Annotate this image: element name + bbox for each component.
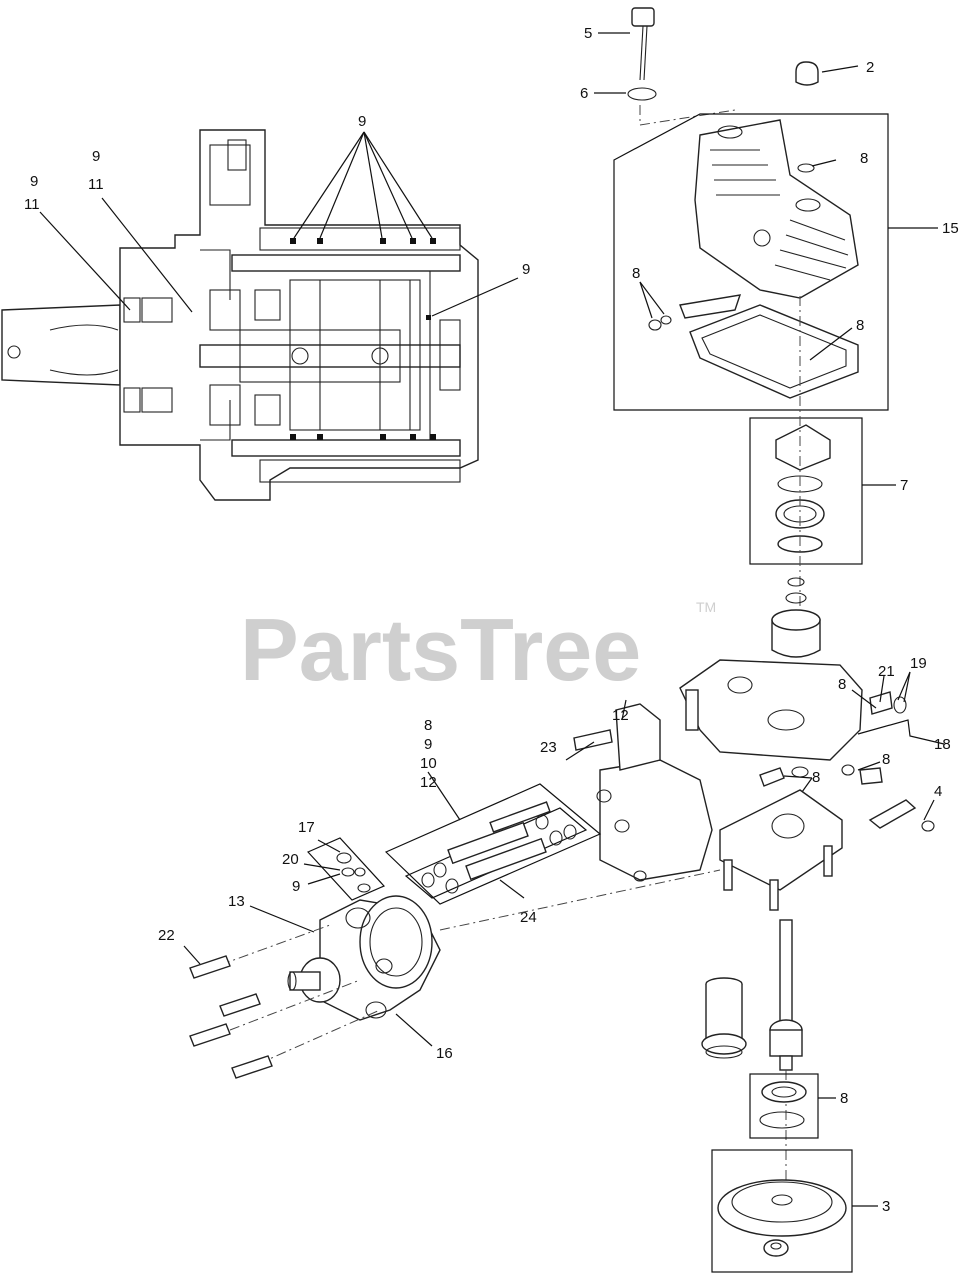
mounting-bolts [183, 945, 273, 1079]
input-shaft [769, 919, 803, 1180]
callout-11-outer: 11 [24, 196, 40, 213]
charge-pump-plate [719, 789, 843, 911]
callout-5-dipstick: 5 [584, 25, 592, 42]
callout-9-right: 9 [522, 261, 530, 278]
callout-15-cover: 15 [942, 220, 959, 237]
callout-8-gasket: 8 [856, 317, 864, 334]
callout-20-spring: 20 [282, 851, 299, 868]
callout-18-valve: 18 [934, 736, 951, 753]
callout-8-kit: 8 [424, 717, 432, 734]
callout-6-oring: 6 [580, 85, 588, 102]
callout-24-pistons: 24 [520, 909, 537, 926]
callout-4-bypass: 4 [934, 783, 942, 800]
pump-cylinder-block [771, 577, 821, 658]
pulley-assembly [711, 1149, 878, 1273]
callout-22-bolt: 22 [158, 927, 175, 944]
callout-12-kit: 12 [420, 774, 437, 791]
callout-8-fitting: 8 [882, 751, 890, 768]
callout-11-inner: 11 [88, 176, 104, 193]
callout-7-swashplate: 7 [900, 477, 908, 494]
trademark-mark: TM [696, 599, 716, 615]
callout-12-housing: 12 [612, 707, 629, 724]
callout-13-housing: 13 [228, 893, 245, 910]
callout-8-bearing: 8 [840, 1090, 848, 1107]
parts-tree-watermark: PartsTree [240, 600, 641, 699]
callout-9-inner: 9 [92, 148, 100, 165]
callout-3-pulley: 3 [882, 1198, 890, 1215]
callout-8-lever-seal: 8 [632, 265, 640, 282]
callout-8-cap-seal: 8 [860, 150, 868, 167]
dipstick-and-cap [594, 7, 859, 126]
callout-9-outer: 9 [30, 173, 38, 190]
filter-element [701, 977, 747, 1059]
callout-23-bolt: 23 [540, 739, 557, 756]
callout-9-seals: 9 [358, 113, 366, 130]
callout-8-check: 8 [838, 676, 846, 693]
axle-housing [565, 699, 713, 882]
swashplate-assembly [749, 296, 896, 620]
piston-kit [384, 771, 602, 905]
callout-2-cap: 2 [866, 59, 874, 76]
cross-section-view [1, 129, 519, 501]
callout-8-plug: 8 [812, 769, 820, 786]
bearing-and-retaining-ring [749, 1073, 836, 1139]
wheel-motor [219, 869, 721, 1073]
callout-9-valve: 9 [292, 878, 300, 895]
callout-9-kit: 9 [424, 736, 432, 753]
callout-10-kit: 10 [420, 755, 437, 772]
housing-cover-assembly [613, 113, 938, 411]
callout-16-motor: 16 [436, 1045, 453, 1062]
callout-17-valve: 17 [298, 819, 315, 836]
callout-19-plug: 19 [910, 655, 927, 672]
center-section [679, 659, 945, 832]
relief-valve-kit [303, 837, 386, 901]
callout-21-spring: 21 [878, 663, 895, 680]
